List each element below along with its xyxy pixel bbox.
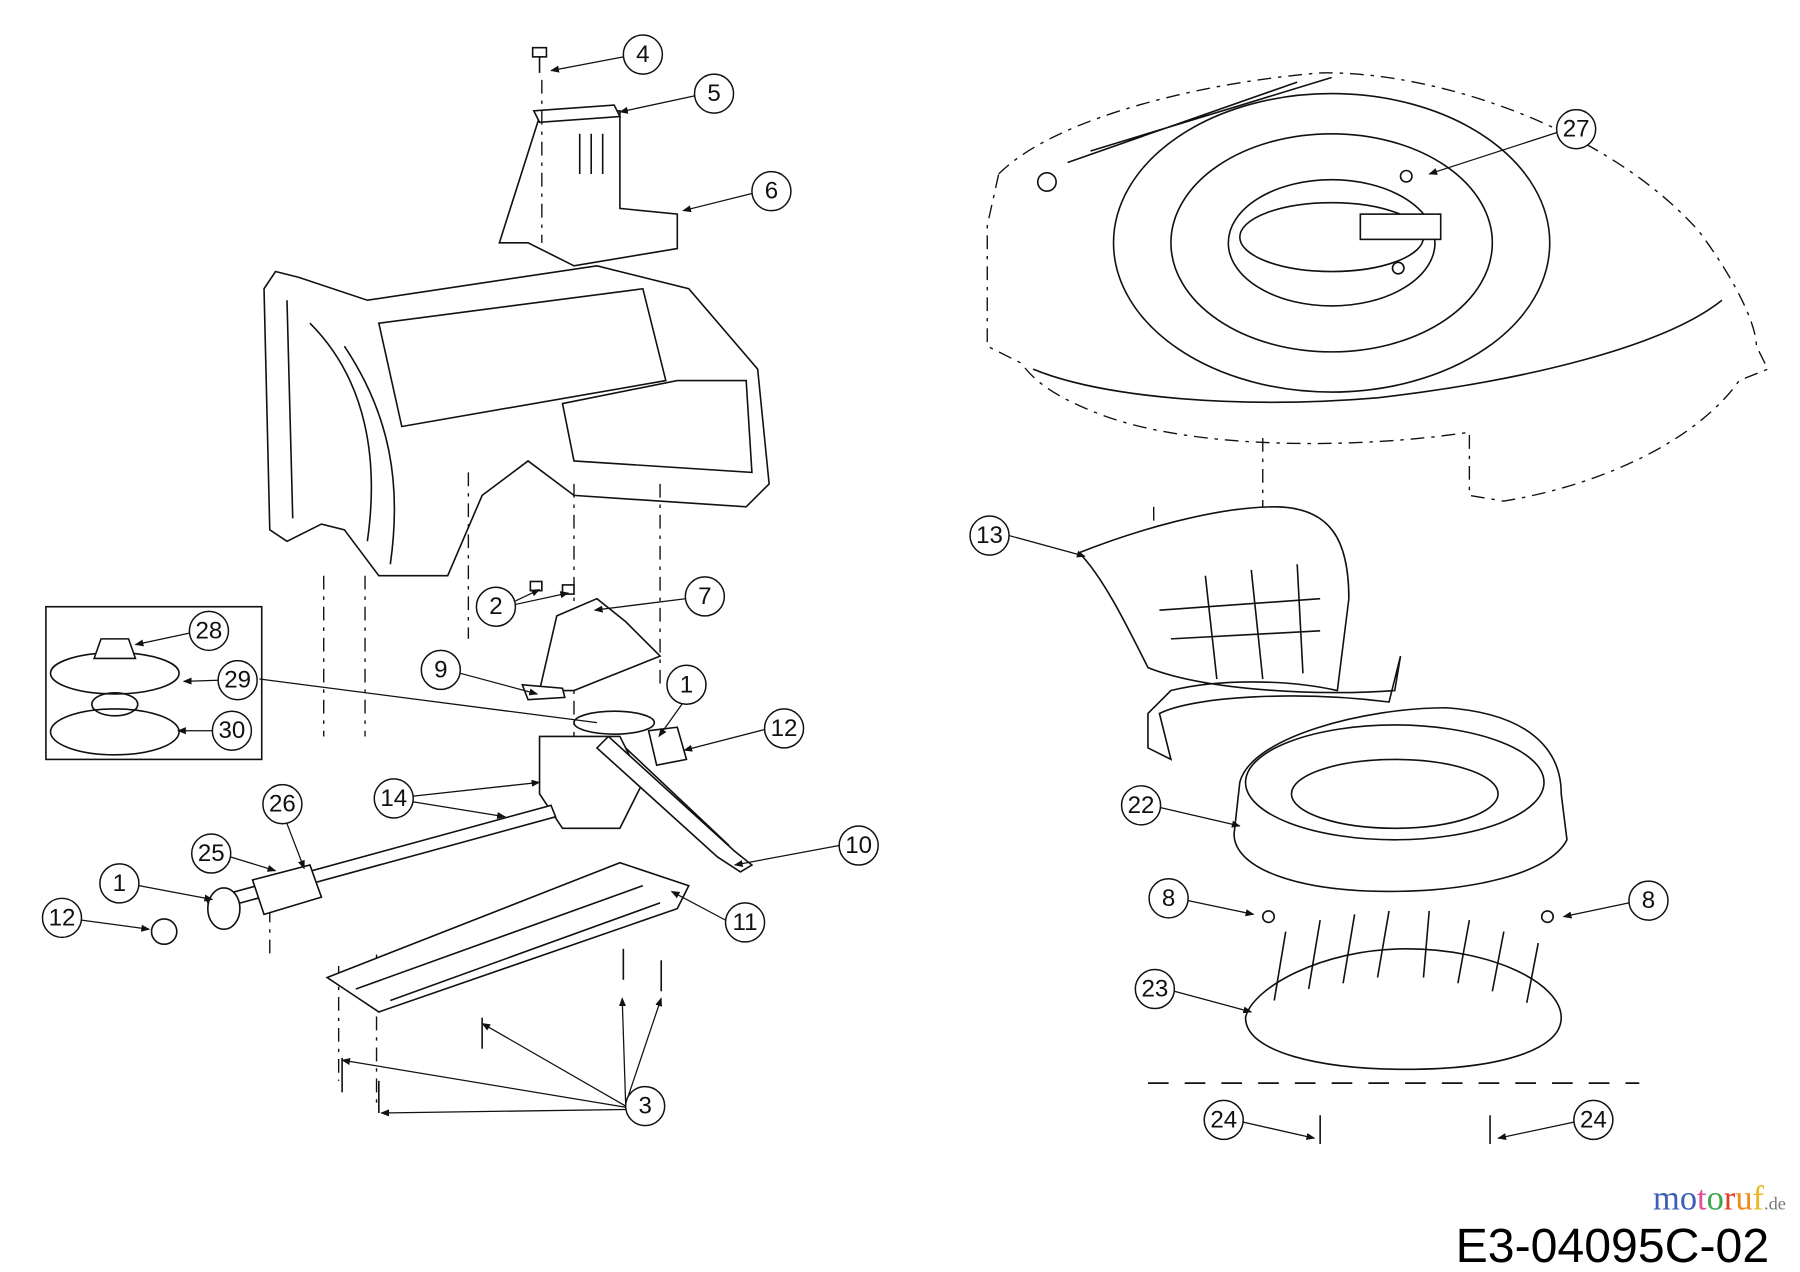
svg-text:7: 7 (698, 583, 711, 610)
pulley-inset-box (45, 605, 263, 761)
svg-text:5: 5 (707, 80, 720, 107)
diagram-code: E3-04095C-02 (1456, 1219, 1770, 1272)
callout-24-left: 24 (1203, 1099, 1244, 1141)
callout-14: 14 (373, 778, 415, 819)
svg-text:25: 25 (198, 840, 225, 867)
callout-2: 2 (475, 586, 517, 627)
callout-10: 10 (838, 825, 879, 866)
callout-26: 26 (262, 783, 303, 825)
svg-text:9: 9 (434, 656, 447, 683)
transmission-parts (150, 580, 754, 1113)
svg-text:12: 12 (49, 904, 76, 931)
leader-line (259, 678, 598, 724)
mower-deck (986, 72, 1769, 502)
callout-23: 23 (1134, 968, 1176, 1010)
callout-11: 11 (724, 902, 766, 943)
leader-lines (81, 56, 1630, 1141)
svg-text:4: 4 (636, 41, 649, 68)
svg-text:27: 27 (1563, 116, 1590, 143)
watermark-logo: motoruf.de (1653, 1179, 1786, 1217)
svg-text:6: 6 (765, 178, 778, 205)
callout-29: 29 (217, 659, 258, 701)
callout-8-right: 8 (1628, 880, 1669, 921)
callout-30: 30 (211, 710, 253, 751)
svg-text:8: 8 (1642, 887, 1655, 914)
callout-27: 27 (1555, 108, 1597, 150)
callout-1: 1 (666, 664, 707, 706)
callout-24-right: 24 (1573, 1099, 1614, 1141)
svg-text:30: 30 (218, 717, 245, 744)
callout-7: 7 (684, 576, 726, 617)
callout-6: 6 (751, 170, 792, 212)
svg-text:3: 3 (638, 1093, 651, 1120)
svg-text:1: 1 (680, 671, 693, 698)
svg-text:26: 26 (269, 791, 296, 818)
callout-12: 12 (763, 708, 805, 749)
svg-text:14: 14 (380, 785, 407, 812)
callout-28: 28 (188, 610, 230, 652)
callout-9: 9 (420, 649, 462, 691)
svg-text:8: 8 (1162, 885, 1175, 912)
drive-housing (263, 46, 770, 577)
callout-13: 13 (969, 515, 1010, 556)
callout-22: 22 (1120, 785, 1162, 826)
svg-text:22: 22 (1128, 792, 1155, 819)
svg-text:10: 10 (845, 832, 872, 859)
callout-25: 25 (190, 833, 232, 874)
svg-text:24: 24 (1580, 1106, 1607, 1133)
svg-text:13: 13 (976, 522, 1003, 549)
svg-text:2: 2 (489, 593, 502, 620)
svg-text:29: 29 (224, 667, 251, 694)
callout-4: 4 (622, 34, 664, 75)
svg-text:1: 1 (113, 870, 126, 897)
callout-8-left: 8 (1148, 878, 1189, 919)
svg-text:24: 24 (1210, 1106, 1237, 1133)
svg-text:11: 11 (733, 909, 758, 936)
callout-1-left: 1 (99, 863, 140, 904)
svg-text:28: 28 (196, 617, 223, 644)
svg-text:23: 23 (1141, 975, 1168, 1002)
callout-3: 3 (624, 1085, 666, 1127)
discharge-and-fan (1077, 506, 1568, 1144)
svg-text:12: 12 (771, 715, 798, 742)
callout-12-left: 12 (41, 897, 83, 939)
callout-5: 5 (693, 73, 735, 114)
